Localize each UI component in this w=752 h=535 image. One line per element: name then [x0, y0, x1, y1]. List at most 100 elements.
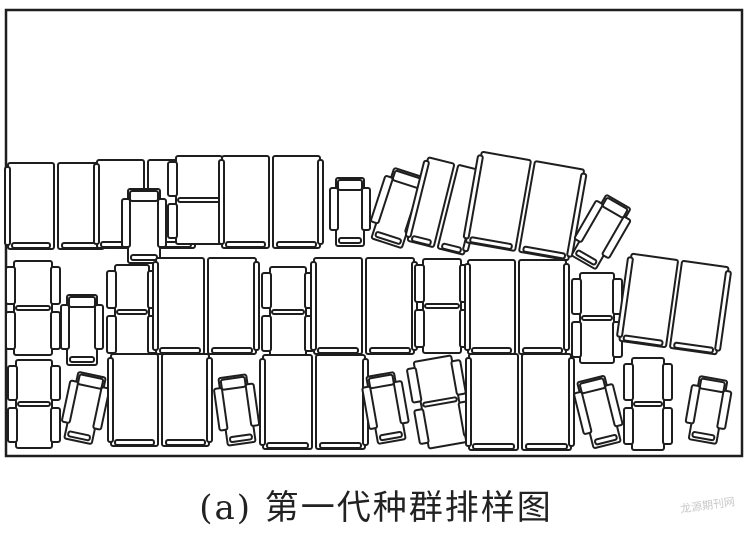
piece-outline — [691, 431, 716, 442]
piece-outline — [464, 263, 471, 351]
piece-outline — [594, 433, 618, 446]
piece-outline — [219, 375, 247, 391]
nested-piece-small — [573, 375, 624, 449]
piece-outline — [67, 430, 91, 442]
nested-piece-twin — [406, 354, 474, 450]
piece-outline — [244, 382, 261, 427]
piece-outline — [5, 311, 16, 350]
piece-outline — [7, 407, 18, 443]
piece-outline — [684, 384, 701, 425]
nested-piece-double — [462, 150, 588, 262]
nested-piece-double — [616, 252, 732, 356]
piece-outline — [266, 442, 309, 449]
nested-piece-small — [213, 373, 261, 447]
piece-outline — [7, 162, 55, 250]
piece-outline — [673, 341, 715, 354]
piece-outline — [568, 357, 575, 447]
figure-caption: (a) 第一代种群排样图 — [199, 488, 553, 528]
piece-outline — [601, 216, 632, 259]
piece-outline — [525, 443, 568, 450]
piece-outline — [167, 203, 178, 239]
piece-outline — [633, 401, 663, 407]
piece-outline — [259, 358, 266, 446]
piece-outline — [338, 237, 362, 244]
piece-outline — [601, 197, 629, 219]
piece-outline — [369, 347, 411, 354]
piece-outline — [261, 272, 272, 309]
piece-outline — [218, 159, 225, 245]
piece-outline — [310, 261, 317, 351]
nested-piece-small — [121, 188, 167, 264]
piece-outline — [50, 266, 61, 305]
piece-outline — [313, 257, 363, 355]
nested-piece-double — [107, 353, 213, 447]
piece-outline — [130, 254, 158, 261]
piece-outline — [413, 408, 430, 445]
piece-outline — [573, 200, 604, 243]
piece-outline — [367, 373, 395, 390]
nested-piece-small — [60, 294, 104, 366]
piece-outline — [392, 380, 410, 425]
piece-outline — [116, 309, 148, 315]
piece-outline — [167, 161, 178, 197]
piece-outline — [622, 334, 664, 347]
piece-outline — [211, 347, 253, 354]
piece-outline — [361, 187, 371, 231]
piece-outline — [414, 309, 425, 348]
piece-outline — [522, 347, 563, 354]
piece-outline — [106, 270, 117, 309]
piece-outline — [207, 257, 257, 355]
piece-outline — [272, 155, 321, 249]
piece-outline — [4, 166, 11, 246]
piece-outline — [571, 321, 582, 358]
piece-outline — [276, 241, 317, 248]
piece-outline — [422, 396, 458, 408]
nesting-layout-diagram — [4, 8, 744, 458]
piece-outline — [159, 347, 201, 354]
piece-outline — [411, 235, 432, 246]
piece-outline — [623, 407, 634, 445]
nested-piece-twin — [414, 258, 470, 354]
piece-outline — [662, 363, 673, 401]
nested-piece-small — [61, 371, 111, 445]
piece-outline — [228, 433, 253, 443]
piece-outline — [157, 198, 167, 248]
piece-outline — [50, 311, 61, 350]
piece-outline — [566, 172, 588, 258]
piece-outline — [253, 261, 260, 351]
piece-outline — [462, 154, 484, 240]
nested-piece-double — [464, 259, 570, 355]
piece-outline — [518, 259, 567, 355]
piece-outline — [472, 443, 515, 450]
nested-piece-twin — [7, 359, 61, 449]
piece-outline — [329, 187, 339, 231]
piece-outline — [575, 249, 598, 266]
piece-outline — [468, 353, 519, 451]
piece-outline — [319, 442, 362, 449]
piece-outline — [370, 175, 394, 225]
piece-outline — [50, 365, 61, 401]
nested-piece-small — [571, 194, 632, 270]
piece-outline — [698, 377, 726, 394]
piece-outline — [662, 407, 673, 445]
nested-piece-twin — [261, 266, 315, 358]
piece-outline — [161, 353, 210, 447]
nested-piece-twin — [623, 357, 673, 451]
piece-outline — [450, 359, 467, 396]
piece-outline — [467, 259, 516, 355]
piece-outline — [7, 365, 18, 401]
piece-outline — [271, 309, 305, 315]
piece-outline — [404, 159, 430, 238]
piece-outline — [213, 387, 229, 432]
piece-outline — [17, 401, 51, 407]
nested-piece-twin — [571, 272, 623, 364]
piece-outline — [107, 357, 114, 443]
piece-outline — [177, 197, 221, 203]
piece-outline — [92, 386, 111, 431]
piece-outline — [315, 354, 366, 450]
piece-outline — [406, 367, 423, 404]
piece-outline — [522, 245, 567, 260]
piece-outline — [69, 356, 95, 363]
piece-outline — [121, 198, 131, 248]
piece-outline — [616, 256, 634, 338]
